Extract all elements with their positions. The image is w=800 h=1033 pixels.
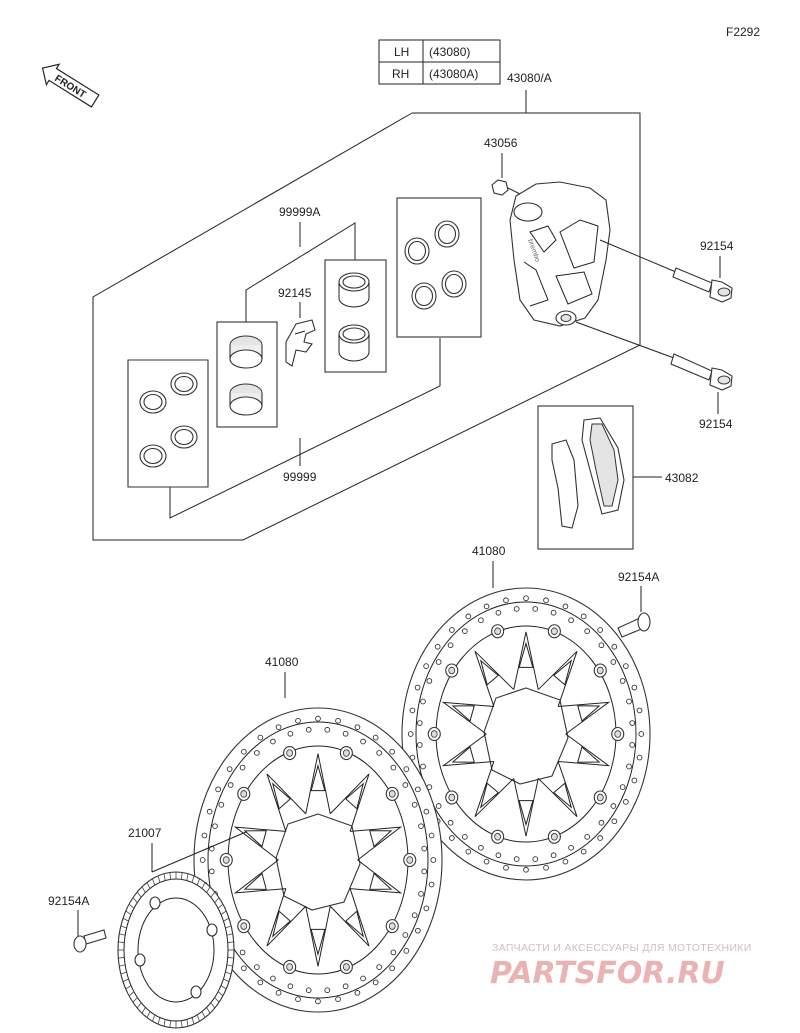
label-sensor-rotor: 21007: [128, 826, 162, 840]
label-disc-front: 41080: [265, 655, 299, 669]
label-piston-kit: 99999A: [279, 205, 320, 219]
variant-part-rh: (43080A): [429, 67, 478, 81]
variant-part-lh: (43080): [429, 45, 470, 59]
disc-bolt-left: 92154A: [48, 894, 107, 953]
brake-pad-set: 43082: [537, 405, 699, 550]
piston-box-hollow: [324, 259, 387, 373]
watermark: ЗАПЧАСТИ И АКСЕССУАРЫ ДЛЯ МОТОТЕХНИКИ PA…: [490, 942, 752, 991]
piston-kit-group-lines: 99999A: [245, 205, 356, 322]
brake-disc-front: 41080: [193, 655, 443, 1013]
label-pad-set: 43082: [665, 471, 699, 485]
caliper-body: brembo: [509, 181, 611, 327]
caliper-bolt-upper: 92154: [599, 239, 734, 303]
label-bolt-upper: 92154: [700, 239, 734, 253]
piston-box-solid: [216, 321, 278, 428]
figure-code: F2292: [726, 25, 760, 39]
bleeder-valve-part: 43056: [484, 136, 525, 197]
front-arrow-icon: FRONT: [41, 63, 100, 108]
watermark-tagline: ЗАПЧАСТИ И АКСЕССУАРЫ ДЛЯ МОТОТЕХНИКИ: [492, 942, 752, 954]
label-disc-bolt-right: 92154A: [618, 570, 659, 584]
variant-side-lh: LH: [394, 45, 409, 59]
label-pad-spring: 92145: [278, 286, 312, 300]
watermark-brand: PARTSFOR.RU: [490, 956, 725, 991]
caliper-bolt-lower: 92154: [575, 321, 733, 431]
label-caliper-assy: 43080/A: [507, 71, 552, 85]
label-seal-kit: 99999: [283, 470, 317, 484]
disc-bolt-right: 92154A: [617, 570, 659, 638]
variant-table: LH (43080) RH (43080A): [378, 39, 501, 85]
seal-box-left: [127, 359, 209, 488]
label-bleeder: 43056: [484, 136, 518, 150]
seal-kit-group-lines: 99999: [169, 338, 441, 519]
label-bolt-lower: 92154: [699, 417, 733, 431]
abs-sensor-rotor: 21007: [117, 826, 247, 1029]
pad-spring-part: 92145: [278, 286, 316, 367]
variant-side-rh: RH: [392, 67, 409, 81]
brake-disc-rear: 41080: [401, 544, 651, 881]
label-disc-bolt-left: 92154A: [48, 894, 89, 908]
label-disc-rear: 41080: [472, 544, 506, 558]
caliper-assembly-outline: 43080/A: [92, 71, 641, 541]
seal-box-right: [396, 197, 482, 338]
